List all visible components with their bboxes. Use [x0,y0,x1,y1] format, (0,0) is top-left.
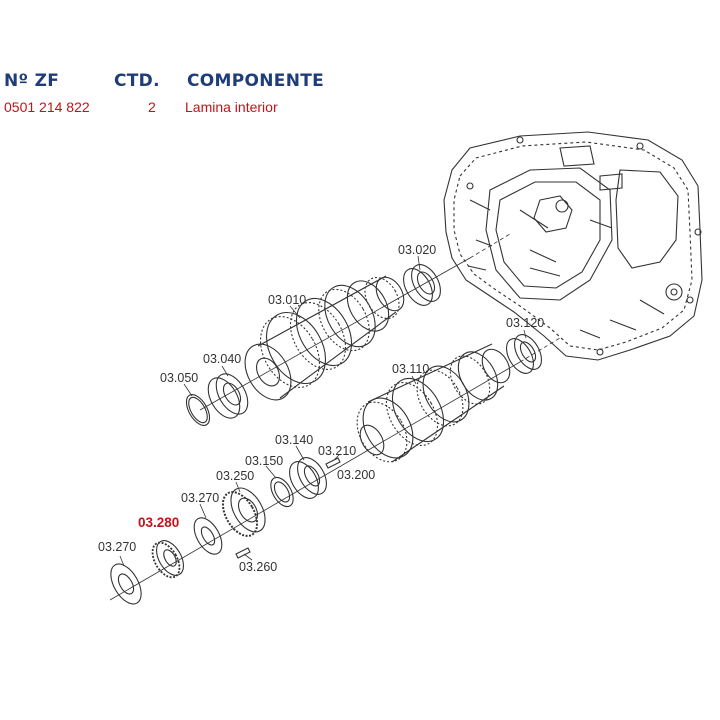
bearing-03140[interactable] [284,453,333,504]
callout-03210[interactable]: 03.210 [318,444,356,458]
part-number-value: 0501 214 822 [4,99,90,115]
callout-03040[interactable]: 03.040 [203,352,241,366]
inner-plate-03280[interactable] [147,536,189,582]
bearing-03020[interactable] [398,260,447,311]
ring-03150[interactable] [266,474,298,511]
leader-lines [119,255,527,567]
callout-03140[interactable]: 03.140 [275,433,313,447]
disc-03270-upper[interactable] [188,513,227,559]
pin-03200[interactable] [325,457,341,469]
bearing-03040[interactable] [202,368,255,423]
callout-03150[interactable]: 03.150 [245,454,283,468]
callout-03010[interactable]: 03.010 [268,293,306,307]
upper-axis-line [199,257,471,411]
col-header-component: COMPONENTE [187,71,325,91]
col-header-quantity: CTD. [114,71,160,91]
callout-03270-lower[interactable]: 03.270 [98,540,136,554]
snap-ring-03050[interactable] [182,391,215,429]
col-header-part-number: Nº ZF [4,71,60,91]
input-shaft[interactable] [236,271,410,408]
callout-03120[interactable]: 03.120 [506,316,544,330]
gearbox-housing [443,131,703,361]
callout-03270-upper[interactable]: 03.270 [181,491,219,505]
gear-03250[interactable] [216,482,272,542]
callout-03280-selected[interactable]: 03.280 [138,515,179,530]
bearing-03120[interactable] [501,330,547,378]
callout-03110[interactable]: 03.110 [392,362,429,376]
callout-03020[interactable]: 03.020 [398,243,436,257]
key-03260[interactable] [235,547,251,559]
lower-axis-line [109,361,521,601]
countershaft[interactable] [347,343,515,471]
callout-03250[interactable]: 03.250 [216,469,254,483]
disc-03270-lower[interactable] [105,559,148,609]
callout-03260[interactable]: 03.260 [239,560,277,574]
callout-03200[interactable]: 03.200 [337,468,375,482]
component-name-value: Lamina interior [185,99,278,115]
quantity-value: 2 [148,99,156,115]
callout-03050[interactable]: 03.050 [160,371,198,385]
